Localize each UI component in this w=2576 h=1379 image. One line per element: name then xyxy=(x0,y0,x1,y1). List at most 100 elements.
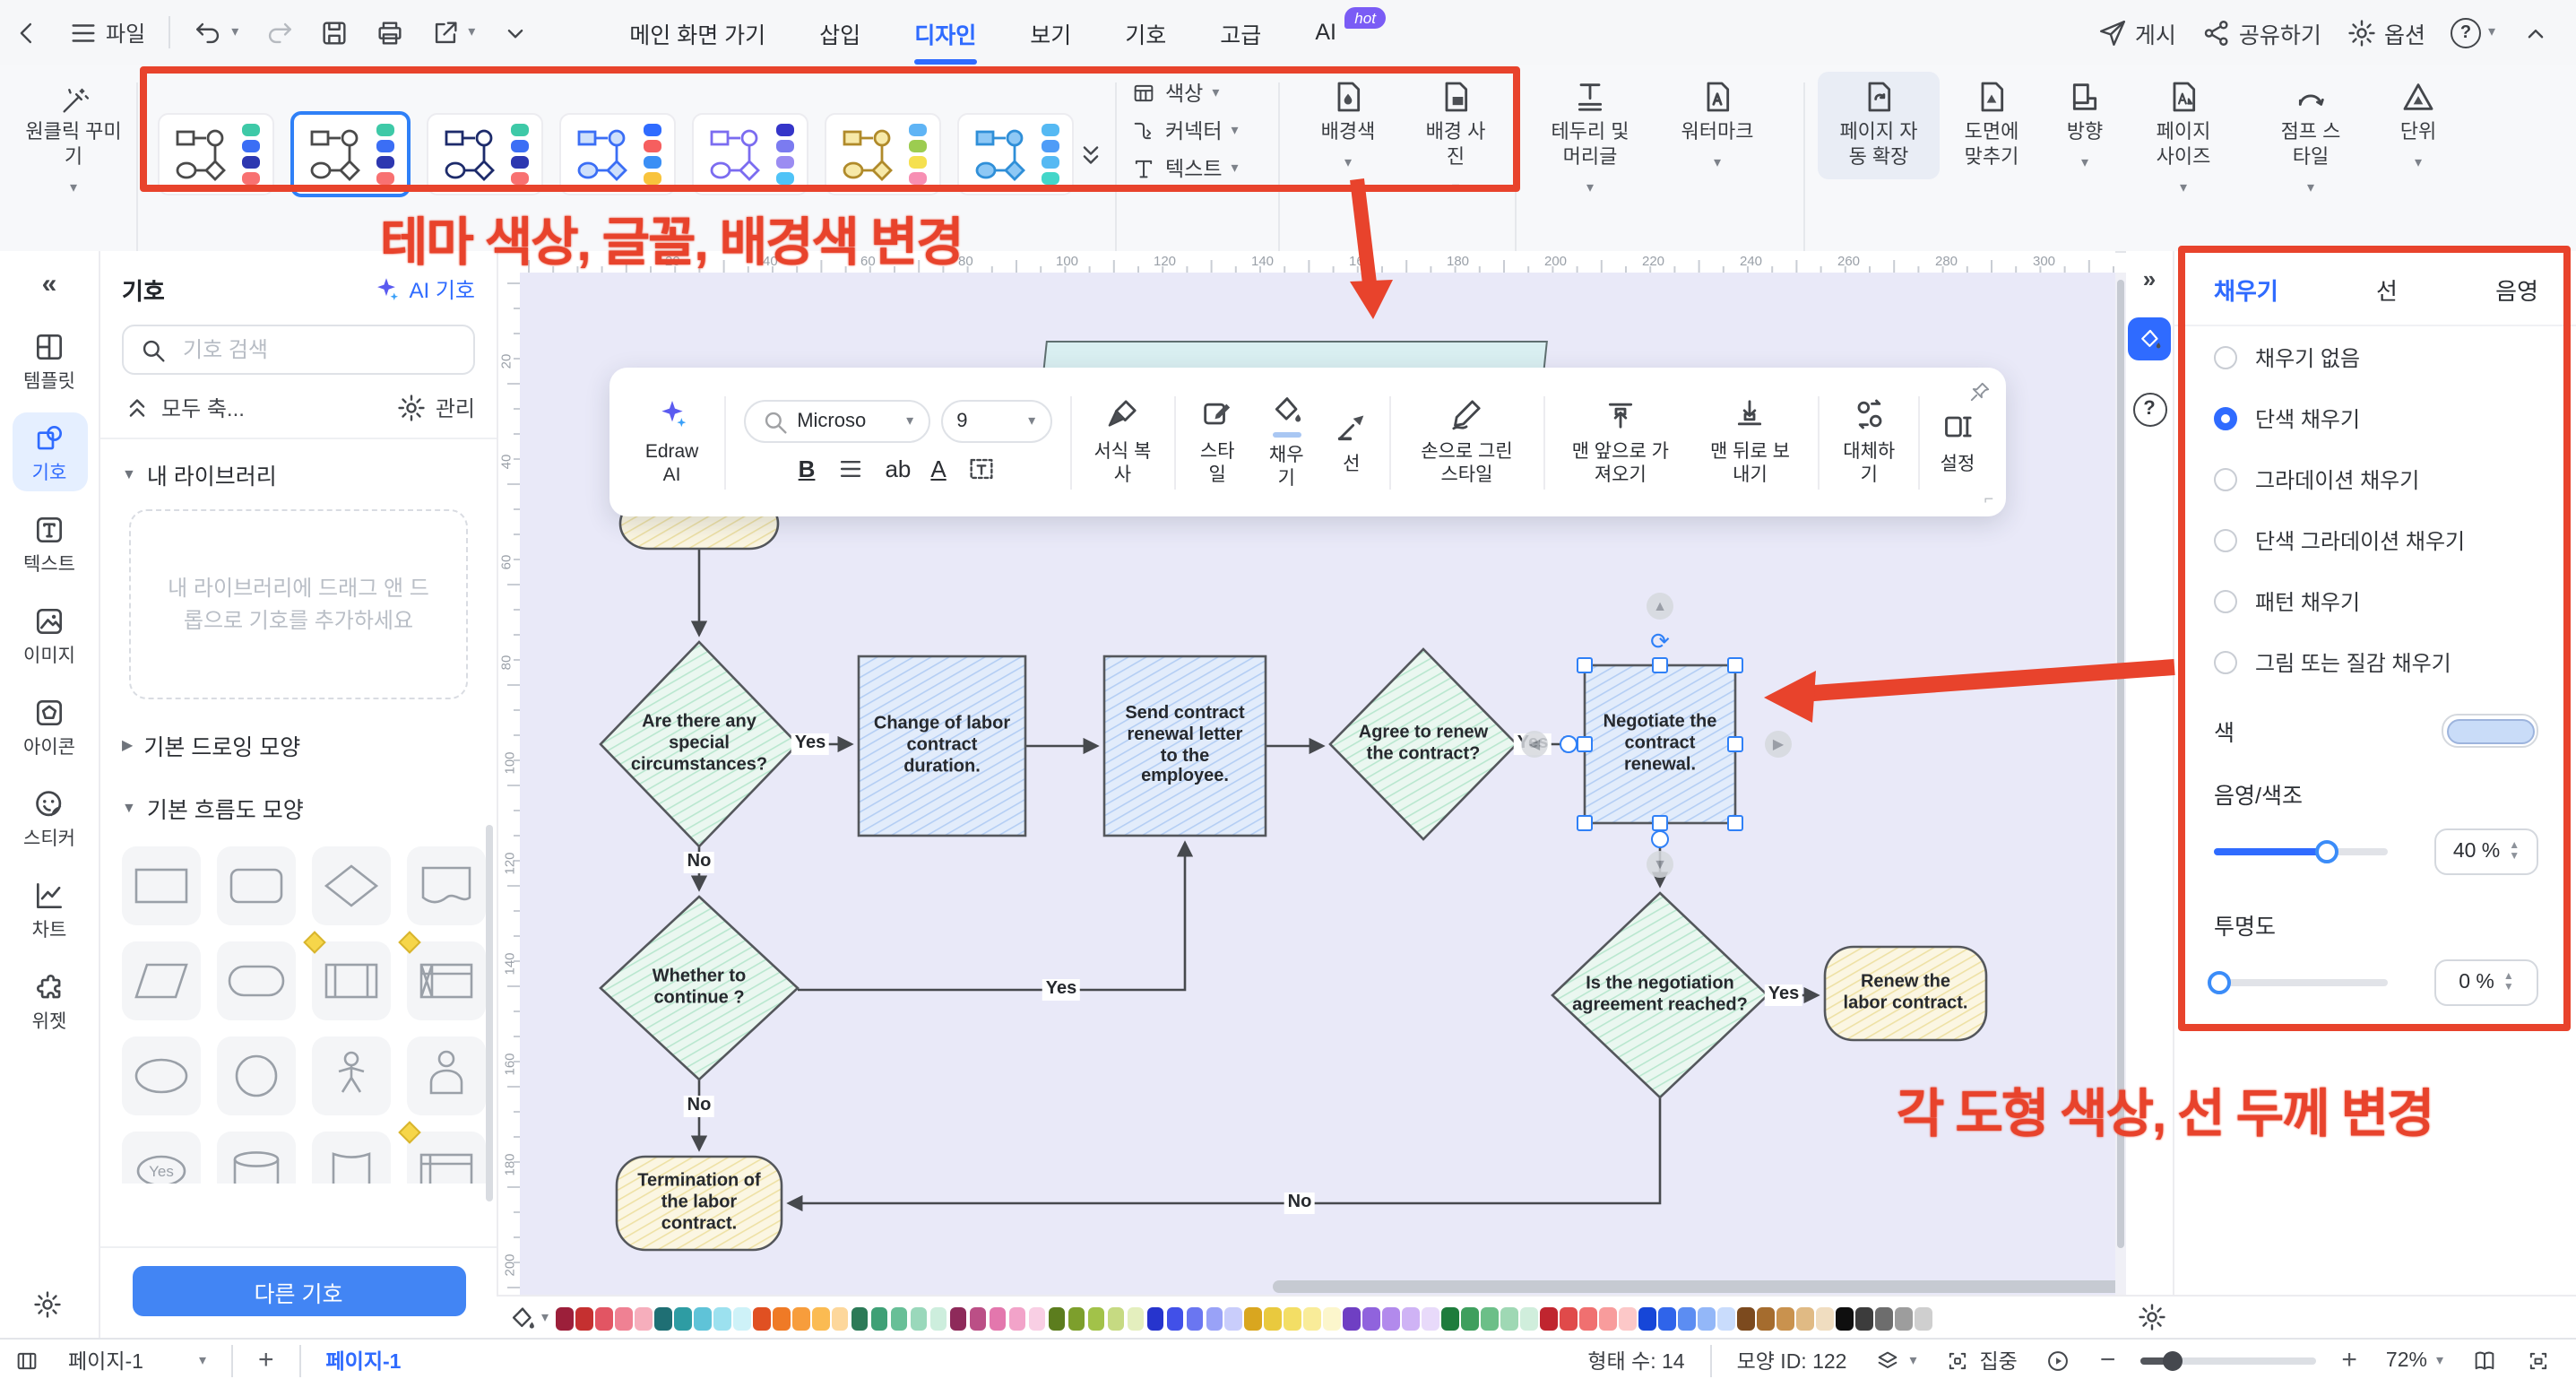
palette-swatch[interactable] xyxy=(1796,1306,1814,1330)
sidebar-settings-button[interactable] xyxy=(32,1289,63,1320)
palette-swatch[interactable] xyxy=(1816,1306,1834,1330)
palette-swatch[interactable] xyxy=(1441,1306,1459,1330)
flow-node-d4[interactable] xyxy=(599,895,800,1081)
connector-label-Yes[interactable]: Yes xyxy=(1764,984,1803,1006)
palette-swatch[interactable] xyxy=(1737,1306,1755,1330)
fill-option-패턴 채우기[interactable]: 패턴 채우기 xyxy=(2174,570,2576,631)
presentation-button[interactable] xyxy=(2046,1348,2071,1373)
palette-swatch[interactable] xyxy=(594,1306,613,1330)
symbol-search-input[interactable] xyxy=(179,335,459,364)
focus-button[interactable]: 집중 xyxy=(1946,1346,2018,1375)
palette-swatch[interactable] xyxy=(614,1306,633,1330)
collapse-toolbar-button[interactable] xyxy=(500,17,531,48)
menu-삽입[interactable]: 삽입 xyxy=(819,22,861,48)
symbol-search[interactable] xyxy=(122,325,475,375)
palette-swatch[interactable] xyxy=(969,1306,987,1330)
palette-swatch[interactable] xyxy=(772,1306,791,1330)
shape-settings-button[interactable]: 설정 xyxy=(1927,408,1988,475)
connector-label-Yes[interactable]: Yes xyxy=(1042,979,1081,1001)
resize-handle-sw[interactable] xyxy=(1577,815,1593,831)
palette-swatch[interactable] xyxy=(929,1306,947,1330)
theme-preset-1[interactable] xyxy=(158,113,274,195)
page-panel-toggle[interactable] xyxy=(14,1348,39,1373)
palette-swatch[interactable] xyxy=(1836,1306,1854,1330)
fill-option-채우기 없음[interactable]: 채우기 없음 xyxy=(2174,326,2576,387)
zoom-out-button[interactable]: − xyxy=(2099,1345,2116,1375)
palette-swatch[interactable] xyxy=(1422,1306,1440,1330)
replace-button[interactable]: 대체하기 xyxy=(1828,397,1911,487)
connector-label-No[interactable]: No xyxy=(683,1096,715,1117)
palette-swatch[interactable] xyxy=(673,1306,692,1330)
edraw-ai-button[interactable]: Edraw AI xyxy=(627,397,716,487)
section-my-library[interactable]: ▼내 라이브러리 xyxy=(122,464,277,490)
palette-swatch[interactable] xyxy=(791,1306,810,1330)
palette-swatch[interactable] xyxy=(634,1306,653,1330)
palette-swatch[interactable] xyxy=(1244,1306,1263,1330)
transparency-value-input[interactable]: 0 %▲▼ xyxy=(2434,959,2538,1006)
sidebar-item-기호[interactable]: 기호 xyxy=(12,412,87,491)
shape-internal[interactable] xyxy=(398,931,486,1020)
palette-swatch[interactable] xyxy=(1481,1306,1499,1330)
connector-label-No[interactable]: No xyxy=(1284,1193,1316,1214)
redo-button[interactable] xyxy=(264,17,294,48)
bring-to-front-button[interactable]: 맨 앞으로 가져오기 xyxy=(1552,397,1689,487)
palette-swatch[interactable] xyxy=(713,1306,731,1330)
undo-button[interactable]: ▾ xyxy=(194,17,238,48)
palette-swatch[interactable] xyxy=(1894,1306,1913,1330)
menu-디자인[interactable]: 디자인 xyxy=(911,0,980,65)
flow-node-r2[interactable] xyxy=(1102,655,1267,837)
connector-label-No[interactable]: No xyxy=(683,852,715,873)
page-size-button[interactable]: 페이지 사이즈▾ xyxy=(2137,79,2230,196)
palette-swatch[interactable] xyxy=(1560,1306,1578,1330)
shape-parallelogram[interactable] xyxy=(122,941,201,1020)
palette-swatch[interactable] xyxy=(1599,1306,1617,1330)
fill-option-그림 또는 질감 채우기[interactable]: 그림 또는 질감 채우기 xyxy=(2174,631,2576,692)
connector-label-Yes[interactable]: Yes xyxy=(791,733,830,755)
publish-button[interactable]: 게시 xyxy=(2097,15,2176,49)
shade-value-input[interactable]: 40 %▲▼ xyxy=(2434,828,2538,875)
palette-swatch[interactable] xyxy=(989,1306,1007,1330)
palette-swatch[interactable] xyxy=(556,1306,574,1330)
shape-person[interactable] xyxy=(312,1036,391,1115)
shape-rect[interactable] xyxy=(122,846,201,925)
palette-swatch[interactable] xyxy=(1068,1306,1085,1330)
vertical-scrollbar[interactable] xyxy=(2115,273,2126,1295)
canvas-settings-button[interactable] xyxy=(2137,1302,2167,1332)
quick-connect-up[interactable]: ▲ xyxy=(1647,593,1673,620)
background-image-button[interactable]: 배경 사진▾ xyxy=(1413,79,1499,196)
palette-swatch[interactable] xyxy=(890,1306,908,1330)
panel-scrollbar[interactable] xyxy=(486,825,493,1201)
pin-toolbar-button[interactable] xyxy=(1968,380,1992,403)
shape-circle[interactable] xyxy=(217,1036,296,1115)
toolbar-resize-corner[interactable]: ⌐ xyxy=(1984,490,1993,507)
palette-fill-tool[interactable]: ▾ xyxy=(507,1303,549,1333)
section-basic-flowchart[interactable]: ▼기본 흐름도 모양 xyxy=(122,798,304,823)
palette-swatch[interactable] xyxy=(1874,1306,1893,1330)
shape-document[interactable] xyxy=(407,846,486,925)
connector[interactable] xyxy=(798,840,1194,992)
palette-swatch[interactable] xyxy=(1206,1306,1223,1330)
underline-button[interactable]: A xyxy=(930,455,947,482)
palette-swatch[interactable] xyxy=(1323,1306,1342,1330)
export-button[interactable]: ▾ xyxy=(430,17,475,48)
zoom-in-button[interactable]: + xyxy=(2341,1345,2357,1375)
palette-swatch[interactable] xyxy=(1048,1306,1066,1330)
preset-overflow-button[interactable] xyxy=(1076,140,1106,170)
theme-preset-6[interactable] xyxy=(825,113,941,195)
options-button[interactable]: 옵션 xyxy=(2347,15,2425,49)
theme-preset-4[interactable] xyxy=(559,113,676,195)
connector[interactable] xyxy=(786,1097,1662,1212)
more-symbols-button[interactable]: 다른 기호 xyxy=(132,1266,465,1316)
rotate-handle[interactable]: ⟳ xyxy=(1650,628,1670,655)
palette-swatch[interactable] xyxy=(1914,1306,1932,1330)
palette-swatch[interactable] xyxy=(1127,1306,1145,1330)
flow-node-d2[interactable] xyxy=(1328,647,1518,841)
theme-text-button[interactable]: 텍스트▾ xyxy=(1131,154,1239,183)
sidebar-collapse-button[interactable]: « xyxy=(41,269,57,299)
sidebar-item-아이콘[interactable]: 아이콘 xyxy=(12,687,87,766)
horizontal-scrollbar[interactable] xyxy=(1273,1280,2115,1293)
print-button[interactable] xyxy=(375,17,405,48)
library-dropzone[interactable]: 내 라이브러리에 드래그 앤 드롭으로 기호를 추가하세요 xyxy=(129,509,468,699)
palette-swatch[interactable] xyxy=(1008,1306,1026,1330)
